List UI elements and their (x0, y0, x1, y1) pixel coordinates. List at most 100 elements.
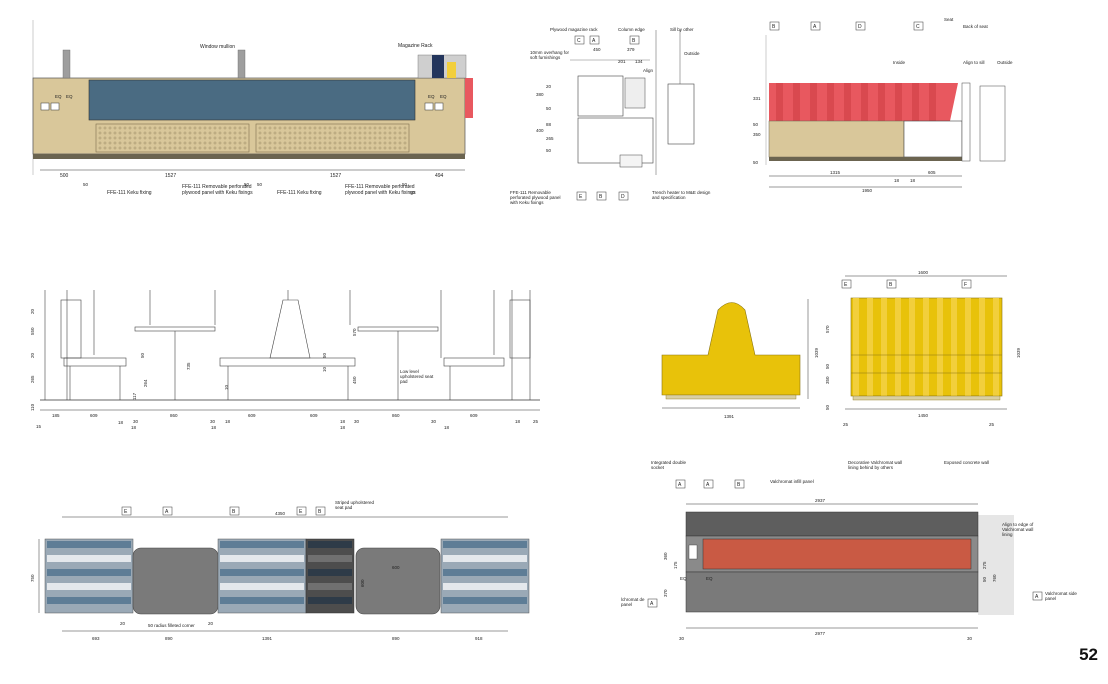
perforation-dot (353, 141, 357, 145)
label-outside: Outside (684, 51, 700, 56)
perforation-dot (263, 131, 267, 135)
perforation-dot (123, 141, 127, 145)
svg-text:C: C (916, 24, 920, 30)
svg-text:B: B (737, 482, 741, 488)
yellow-stripe (951, 298, 957, 396)
perforation-dot (193, 146, 197, 150)
perforation-dot (213, 146, 217, 150)
perforation-dot (378, 146, 382, 150)
perforation-dot (258, 141, 262, 145)
perforation-dot (178, 141, 182, 145)
label-eq: EQ (440, 94, 447, 99)
perforation-dot (288, 131, 292, 135)
perforation-dot (273, 126, 277, 130)
dim-550: 550 (30, 327, 35, 335)
dim-50: 50 (402, 182, 408, 187)
perforation-dot (188, 126, 192, 130)
perforation-dot (173, 146, 177, 150)
perforation-dot (108, 136, 112, 140)
perforation-dot (358, 141, 362, 145)
yellow-stripe (895, 298, 901, 396)
perforation-dot (158, 131, 162, 135)
perforation-dot (373, 141, 377, 145)
dim-494: 494 (435, 173, 444, 179)
plinth (769, 157, 962, 161)
perforation-dot (193, 131, 197, 135)
perforation-dot (373, 136, 377, 140)
perforation-dot (303, 126, 307, 130)
seat-base (768, 120, 905, 158)
bench-stripe (47, 569, 131, 576)
perforation-dot (333, 131, 337, 135)
perforation-dot (328, 131, 332, 135)
socket-icon (688, 544, 698, 560)
perforation-dot (148, 141, 152, 145)
tag-b: B (629, 35, 640, 45)
red-stripe (895, 83, 902, 121)
perforation-dot (98, 141, 102, 145)
bench-stripe (308, 541, 352, 548)
dim-50: 50 (982, 576, 987, 582)
perforation-dot (303, 136, 307, 140)
perforation-dot (328, 126, 332, 130)
perforation-dot (258, 126, 262, 130)
dim-1039: 1039 (1016, 347, 1021, 358)
dim-609: 609 (470, 413, 478, 418)
rack-section (577, 75, 624, 117)
svg-text:D: D (858, 24, 862, 30)
label-side-panel-right: Valchromat side panel (1045, 591, 1077, 601)
infill-panel (702, 538, 972, 570)
label-seat: Seat (944, 17, 954, 22)
perforation-dot (163, 136, 167, 140)
perforation-dot (223, 136, 227, 140)
perforation-dot (113, 126, 117, 130)
dim-860: 860 (392, 413, 400, 418)
heater-section (619, 154, 643, 168)
perforation-dot (128, 131, 132, 135)
perforation-dot (233, 146, 237, 150)
perforation-dot (238, 136, 242, 140)
perforation-dot (213, 141, 217, 145)
table-plan-left (132, 547, 219, 615)
perforation-dot (128, 146, 132, 150)
red-stripe (793, 83, 800, 121)
sofa-front: E B F 1600 570 350 50 50 1039 1450 25 25 (825, 270, 1021, 427)
dim-600: 600 (360, 579, 365, 587)
perforation-dot (388, 131, 392, 135)
dim-18: 18 (118, 420, 124, 425)
perforation-dot (333, 146, 337, 150)
perforation-dot (273, 146, 277, 150)
perforation-dot (123, 126, 127, 130)
perforation-dot (203, 141, 207, 145)
perforation-dot (278, 146, 282, 150)
svg-text:C: C (577, 38, 581, 44)
perforation-dot (108, 141, 112, 145)
back-panel (961, 82, 971, 162)
perforation-dot (128, 141, 132, 145)
tag-a: A (810, 21, 821, 31)
perforation-dot (398, 141, 402, 145)
perforation-dot (143, 146, 147, 150)
svg-text:B: B (772, 24, 776, 30)
perforation-dot (203, 126, 207, 130)
perforation-dot (303, 141, 307, 145)
perforation-dot (128, 126, 132, 130)
perforation-dot (153, 136, 157, 140)
perforation-dot (133, 131, 137, 135)
perforation-dot (363, 131, 367, 135)
yellow-stripe (909, 298, 915, 396)
table-plan-right (355, 547, 441, 615)
label-fixing: FFE-111 Keku fixing (277, 190, 322, 196)
perforation-dot (313, 146, 317, 150)
dim-600: 600 (392, 565, 400, 570)
label-striped: Striped upholstered seat pad (335, 500, 375, 510)
dim-370: 370 (663, 589, 668, 597)
perforation-dot (218, 131, 222, 135)
perforation-dot (368, 131, 372, 135)
perforation-dot (228, 141, 232, 145)
perforation-dot (348, 146, 352, 150)
yellow-stripe (881, 298, 887, 396)
svg-text:A: A (592, 38, 596, 44)
label-mullion: Window mullion (200, 44, 235, 50)
